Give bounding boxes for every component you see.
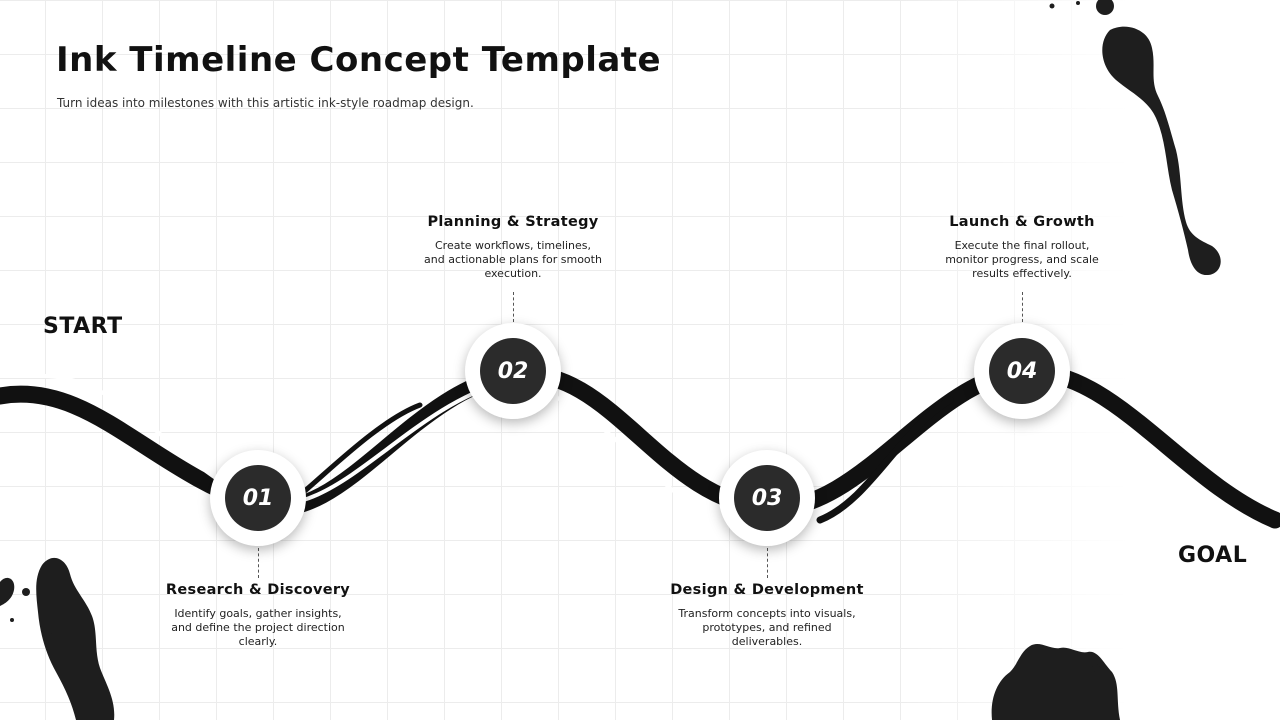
- step-title: Design & Development: [670, 582, 864, 598]
- milestone-number: 03: [734, 465, 800, 531]
- goal-label: GOAL: [1178, 543, 1248, 568]
- milestone-node-1[interactable]: 01: [210, 450, 306, 546]
- step-1-text: Research & Discovery Identify goals, gat…: [148, 582, 368, 649]
- step-title: Launch & Growth: [949, 214, 1095, 230]
- ink-splat-bottom: [991, 644, 1120, 720]
- milestone-node-4[interactable]: 04: [974, 323, 1070, 419]
- ink-drip-top-right: [1049, 0, 1221, 276]
- milestone-number: 04: [989, 338, 1055, 404]
- step-description: Identify goals, gather insights, and def…: [171, 607, 345, 648]
- connector-step-1: [258, 548, 259, 578]
- step-4-text: Launch & Growth Execute the final rollou…: [912, 214, 1132, 281]
- start-label: START: [43, 314, 123, 339]
- step-description: Create workflows, timelines, and actiona…: [424, 239, 602, 280]
- milestone-node-3[interactable]: 03: [719, 450, 815, 546]
- milestone-number: 02: [480, 338, 546, 404]
- step-2-text: Planning & Strategy Create workflows, ti…: [403, 214, 623, 281]
- step-title: Research & Discovery: [165, 582, 351, 598]
- connector-step-4: [1022, 292, 1023, 322]
- milestone-number: 01: [225, 465, 291, 531]
- grid-fade-overlay: [900, 0, 1280, 720]
- milestone-node-2[interactable]: 02: [465, 323, 561, 419]
- connector-step-3: [767, 548, 768, 578]
- page-title: Ink Timeline Concept Template: [56, 40, 662, 80]
- step-description: Execute the final rollout, monitor progr…: [945, 239, 1099, 280]
- page-subtitle: Turn ideas into milestones with this art…: [57, 96, 474, 110]
- step-title: Planning & Strategy: [427, 214, 599, 230]
- step-description: Transform concepts into visuals, prototy…: [678, 607, 856, 648]
- step-3-text: Design & Development Transform concepts …: [657, 582, 877, 649]
- connector-step-2: [513, 292, 514, 322]
- ink-drip-bottom-left: [0, 557, 115, 720]
- ink-wave: [0, 363, 1280, 529]
